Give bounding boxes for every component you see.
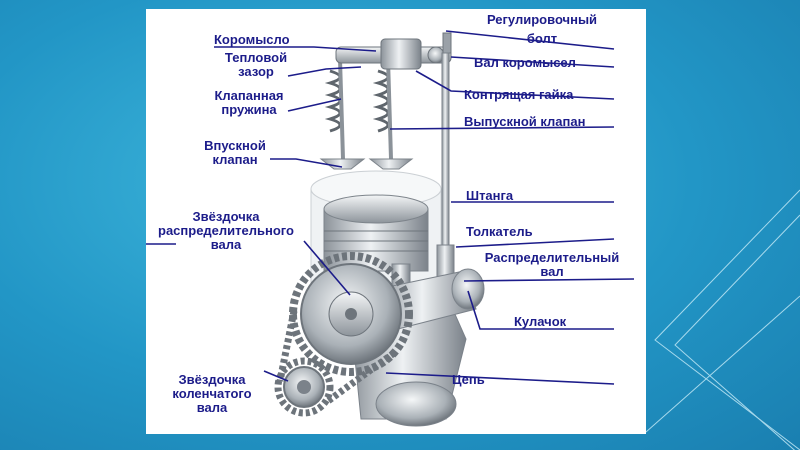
label-camshaft-line2: вал <box>540 264 564 279</box>
label-thermal-gap-line2: зазор <box>238 64 274 79</box>
diagram-panel: Коромысло Регулировочный болт Тепловой з… <box>146 9 646 434</box>
label-chain: Цепь <box>452 372 485 387</box>
label-valve-spring-line2: пружина <box>221 102 277 117</box>
label-lock-nut: Контрящая гайка <box>464 87 574 102</box>
valve-heads <box>319 158 414 170</box>
label-valve-spring-line1: Клапанная <box>214 88 284 103</box>
piston <box>323 194 429 272</box>
label-intake-valve-line1: Впускной <box>204 138 266 153</box>
label-cam-lobe: Кулачок <box>514 314 567 329</box>
engine-mechanism-illustration <box>146 30 635 427</box>
valve-stems <box>338 58 393 160</box>
label-rocker-shaft: Вал коромысел <box>474 55 576 70</box>
label-crank-sprocket-line2: коленчатого <box>172 386 252 401</box>
label-pushrod: Штанга <box>466 188 514 203</box>
label-adjusting-bolt-line1: Регулировочный <box>486 12 598 27</box>
label-cam-sprocket-line2: распределительного <box>158 223 294 238</box>
label-tappet: Толкатель <box>466 224 533 239</box>
label-crank-sprocket-line3: вала <box>196 400 228 415</box>
label-crank-sprocket-line1: Звёздочка <box>178 372 246 387</box>
pushrod-tappet <box>436 52 455 280</box>
label-rocker-arm: Коромысло <box>214 32 290 47</box>
label-camshaft-line1: Распределительный <box>484 250 620 265</box>
rocker-assembly <box>335 32 452 70</box>
leader-lines <box>146 30 635 385</box>
label-cam-sprocket-line3: вала <box>210 237 242 252</box>
crank-sprocket <box>274 357 334 417</box>
label-intake-valve-line2: клапан <box>212 152 258 167</box>
label-thermal-gap-line1: Тепловой <box>224 50 288 65</box>
label-exhaust-valve: Выпускной клапан <box>464 114 586 129</box>
cam-sprocket <box>289 252 413 376</box>
label-adjusting-bolt-line2: болт <box>526 31 558 46</box>
timing-chain <box>276 310 397 404</box>
label-cam-sprocket-line1: Звёздочка <box>192 209 260 224</box>
